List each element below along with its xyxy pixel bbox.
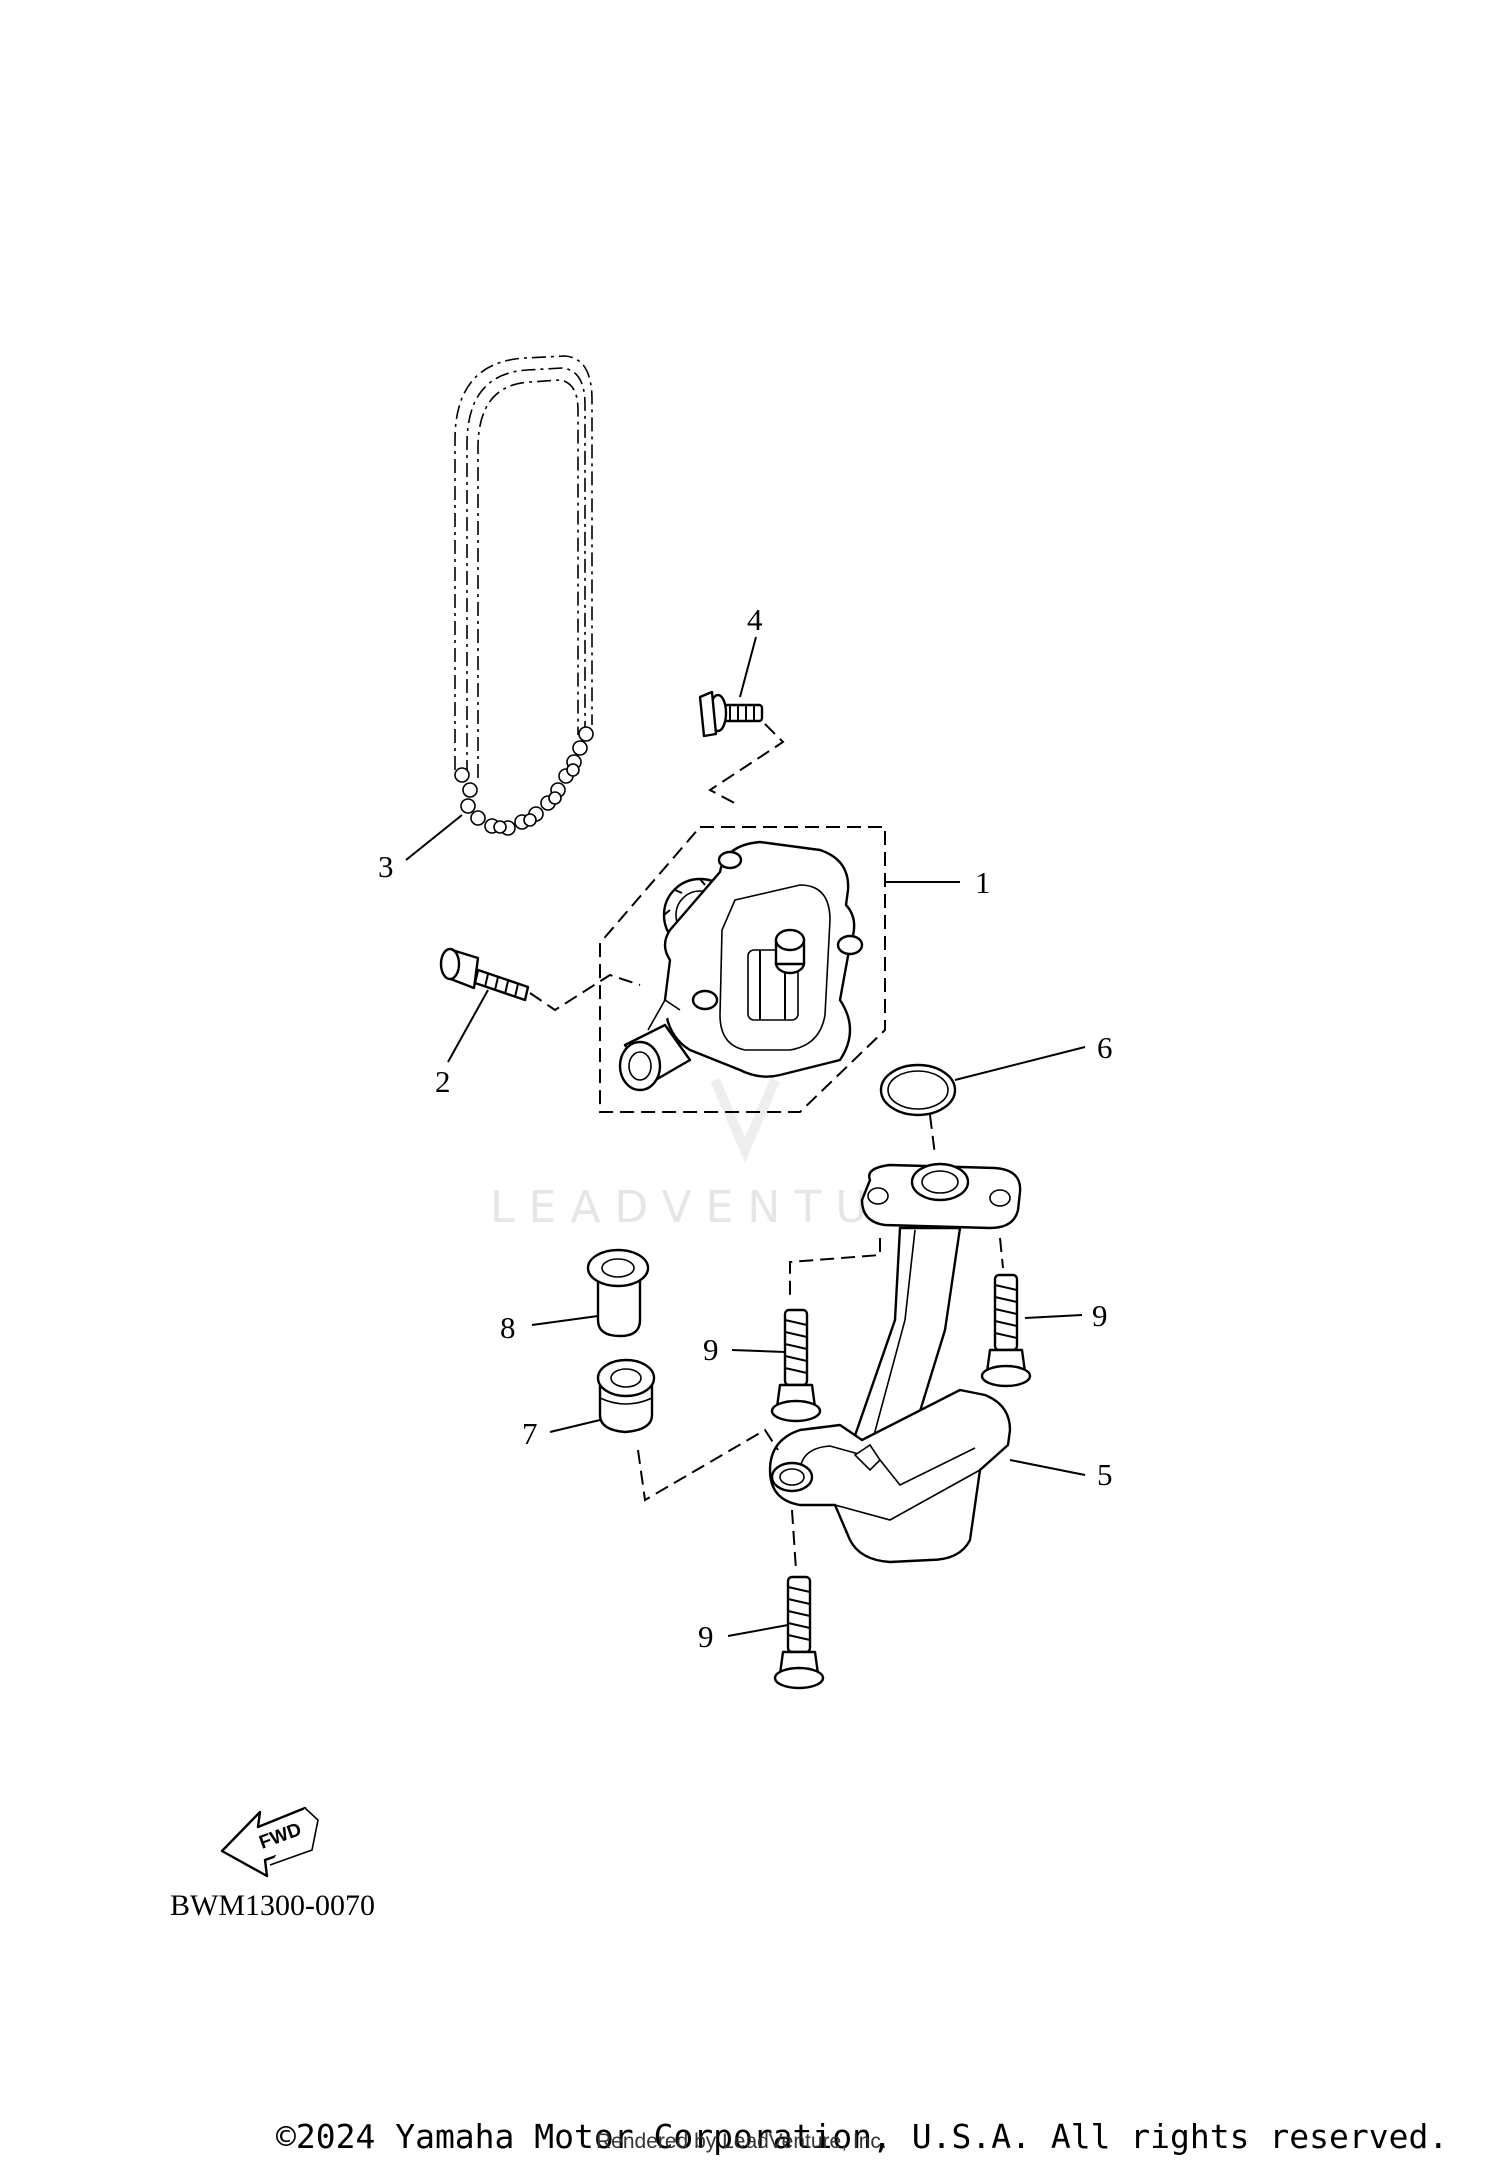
fwd-arrow-icon: FWD [220,1806,319,1878]
callout-8[interactable]: 8 [500,1310,516,1345]
part-8-collar[interactable] [586,1248,650,1338]
callout-5[interactable]: 5 [1097,1457,1113,1492]
chain-links [454,726,594,836]
callout-2[interactable]: 2 [435,1064,451,1099]
callout-7[interactable]: 7 [522,1416,538,1451]
callout-9c[interactable]: 9 [698,1619,714,1654]
part-1-oil-pump[interactable] [618,840,864,1092]
part-5-strainer[interactable] [768,1162,1022,1564]
part-4-bolt[interactable] [698,690,764,738]
part-9-bolt-b[interactable] [770,1308,822,1423]
diagram-code: BWM1300-0070 [170,1889,375,1922]
callout-1[interactable]: 1 [975,865,991,900]
part-7-grommet[interactable] [596,1358,656,1434]
part-3-chain[interactable] [454,355,594,836]
part-9-bolt-a[interactable] [980,1273,1032,1388]
part-9-bolt-c[interactable] [773,1575,825,1690]
callout-9b[interactable]: 9 [703,1332,719,1367]
callout-3[interactable]: 3 [378,849,394,884]
part-2-bolt[interactable] [439,947,530,1002]
callout-6[interactable]: 6 [1097,1030,1113,1065]
rendered-by-notice: Rendered by LeadVenture, Inc. [596,2130,887,2153]
callout-4[interactable]: 4 [747,602,763,637]
callout-9a[interactable]: 9 [1092,1298,1108,1333]
copyright-notice: ©2024 Yamaha Motor Corporation, U.S.A. A… [276,2117,1449,2156]
part-6-o-ring[interactable] [879,1063,957,1117]
